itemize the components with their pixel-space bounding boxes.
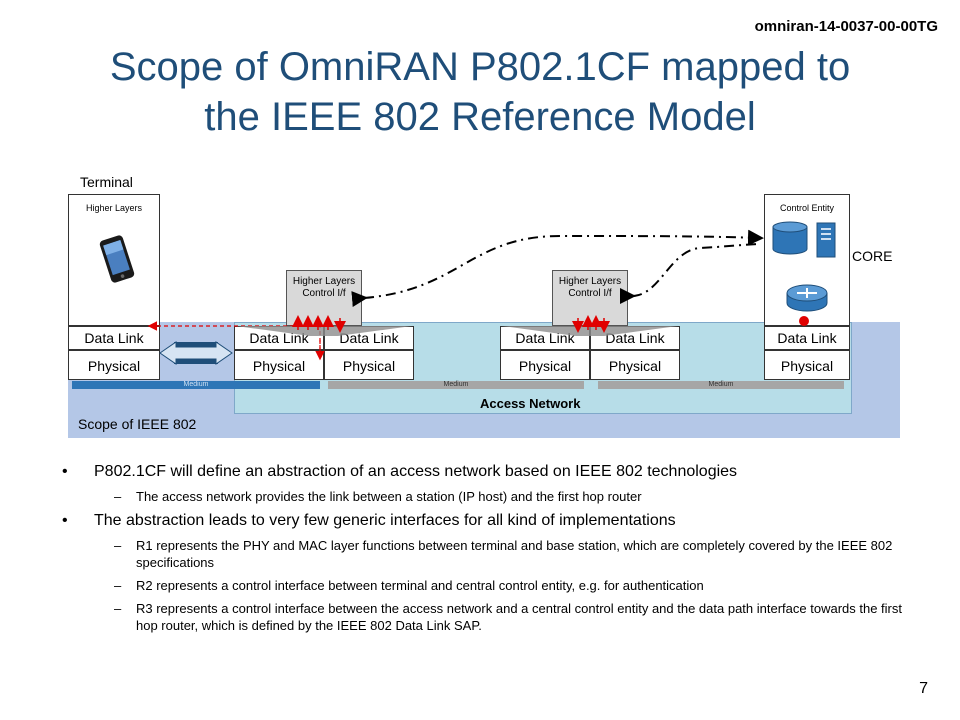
bs2-red-arrows [572, 315, 610, 333]
access-network-label: Access Network [480, 396, 581, 411]
bullet-1: P802.1CF will define an abstraction of a… [62, 462, 902, 482]
smartphone-icon [95, 235, 139, 288]
bs1-red-arrows [292, 315, 346, 333]
bs2-control-interface-line [619, 243, 759, 305]
bullet-2-sub-3: R3 represents a control interface betwee… [62, 600, 902, 634]
bullet-2-sub-1: R1 represents the PHY and MAC layer func… [62, 537, 902, 571]
r1-arrow [159, 341, 233, 365]
control-entity-label: Control Entity [779, 203, 835, 213]
terminal-physical: Physical [68, 350, 160, 380]
core-data-link: Data Link [764, 326, 850, 350]
core-physical: Physical [764, 350, 850, 380]
control-entity-box: Control Entity [764, 194, 850, 326]
scope-ieee-label: Scope of IEEE 802 [78, 416, 197, 432]
page-number: 7 [919, 680, 928, 697]
database-icon [771, 221, 809, 260]
bullet-2: The abstraction leads to very few generi… [62, 511, 902, 531]
page-title: Scope of OmniRAN P802.1CF mapped to the … [40, 42, 920, 142]
document-id: omniran-14-0037-00-00TG [754, 18, 938, 35]
bs2-physical-left: Physical [500, 350, 590, 380]
bs2-physical-right: Physical [590, 350, 680, 380]
server-icon [815, 221, 837, 264]
bullet-2-sub-2: R2 represents a control interface betwee… [62, 577, 902, 594]
core-connection-dot [799, 316, 809, 326]
bullet-list: P802.1CF will define an abstraction of a… [62, 462, 902, 640]
bs1-physical-right: Physical [324, 350, 414, 380]
bs2-funnel [502, 326, 678, 336]
terminal-label: Terminal [80, 174, 133, 190]
medium-middle: Medium [328, 381, 584, 389]
bs1-hl-line2: Control I/f [302, 288, 346, 299]
bs1-control-interface-line [351, 229, 764, 307]
title-line-2: the IEEE 802 Reference Model [204, 95, 756, 139]
terminal-higher-layers-label: Higher Layers [85, 203, 143, 213]
core-label: CORE [852, 248, 893, 264]
terminal-data-link: Data Link [68, 326, 160, 350]
title-line-1: Scope of OmniRAN P802.1CF mapped to [109, 45, 851, 89]
terminal-higher-layers-box: Higher Layers [68, 194, 160, 326]
bs1-funnel [236, 326, 412, 336]
bs1-physical-left: Physical [234, 350, 324, 380]
medium-right: Medium [598, 381, 844, 389]
bullet-1-sub-1: The access network provides the link bet… [62, 488, 902, 505]
bs1-hl-line1: Higher Layers [292, 276, 356, 287]
medium-terminal: Medium [72, 381, 320, 389]
router-icon [785, 283, 829, 318]
